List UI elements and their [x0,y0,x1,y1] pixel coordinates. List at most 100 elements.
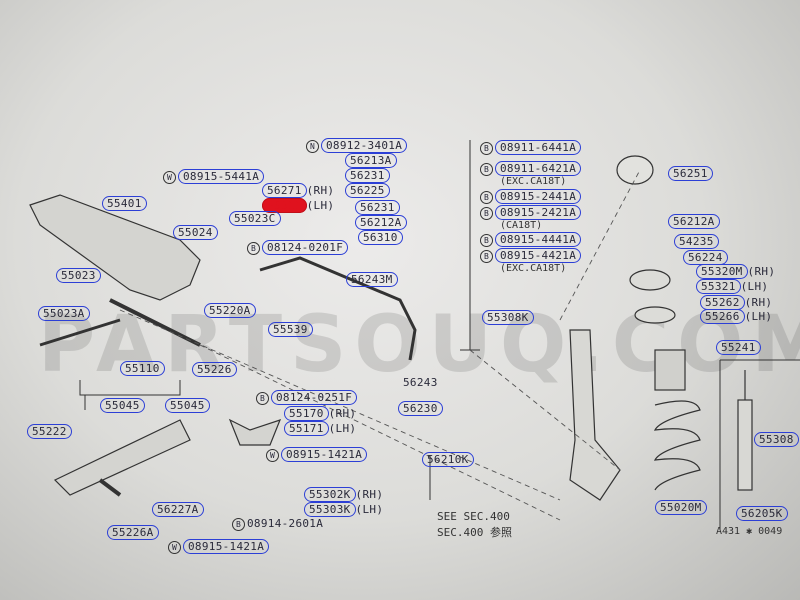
part-56310[interactable]: 56310 [358,230,403,245]
part-56271-row: 56271(RH) [262,183,335,198]
crossmember-shape [29,194,201,301]
part-55020M[interactable]: 55020M [655,500,707,515]
part-55222[interactable]: 55222 [27,424,72,439]
part-56231-a[interactable]: 56231 [345,168,390,183]
part-56230-bottom[interactable]: 56230 [398,401,443,416]
rod-shape [39,318,121,347]
stabilizer-bar-shape [259,256,417,361]
part-55302K-row: 55302K(RH) [304,487,383,502]
part-55023A[interactable]: 55023A [38,306,90,321]
lower-arm-shape [53,419,191,496]
part-56243M[interactable]: 56243M [346,272,398,287]
part-56224[interactable]: 56224 [683,250,728,265]
lh-note: (LH) [355,503,384,516]
rh-note: (RH) [328,407,357,420]
part-55262-row: 55262(RH) [700,295,773,310]
part-08915-1421A-mid[interactable]: 08915-1421A [281,447,368,462]
part-55302K[interactable]: 55302K [304,487,356,502]
part-56243-bottom[interactable]: 56243 [403,376,438,389]
part-55170-row: 55170(RH) [284,406,357,421]
part-55266[interactable]: 55266 [700,309,745,324]
section-reference-note: SEC.400 参照 [437,526,512,539]
circle-n-marker: N [306,139,319,153]
part-56251[interactable]: 56251 [668,166,713,181]
part-08911-6421A[interactable]: 08911-6421A [495,161,582,176]
part-56225[interactable]: 56225 [345,183,390,198]
part-55241[interactable]: 55241 [716,340,761,355]
part-56212A[interactable]: 56212A [355,215,407,230]
circle-b-marker: B [480,249,493,263]
part-56213A[interactable]: 56213A [345,153,397,168]
part-54235[interactable]: 54235 [674,234,719,249]
rh-note: (RH) [744,296,773,309]
part-08914-2601A[interactable]: 08914-2601A [247,517,324,530]
part-08915-2421A[interactable]: 08915-2421A [495,205,582,220]
part-55024[interactable]: 55024 [173,225,218,240]
part-08915-4421A[interactable]: 08915-4421A [495,248,582,263]
part-55303K-row: 55303K(LH) [304,502,384,517]
part-55170[interactable]: 55170 [284,406,329,421]
circle-b-marker: B [480,141,493,155]
part-08915-1421A-bottom[interactable]: 08915-1421A [183,539,270,554]
part-08915-5441A[interactable]: 08915-5441A [178,169,265,184]
part-55308K[interactable]: 55308K [482,310,534,325]
part-56210K[interactable]: 56210K [422,452,474,467]
lh-note: (LH) [306,199,335,212]
part-08124-0201F[interactable]: 08124-0201F [262,240,349,255]
lower-seat-shape [634,306,676,324]
part-56311-highlighted[interactable]: 56311 [262,198,307,213]
part-55308[interactable]: 55308 [754,432,799,447]
part-55321[interactable]: 55321 [696,279,741,294]
strut-mount-shape [616,155,654,185]
part-55226[interactable]: 55226 [192,362,237,377]
part-55262[interactable]: 55262 [700,295,745,310]
part-55045-right[interactable]: 55045 [165,398,210,413]
part-08915-4441A[interactable]: 08915-4441A [495,232,582,247]
part-55320M-row: 55320M(RH) [696,264,776,279]
part-55220A[interactable]: 55220A [204,303,256,318]
part-55045-left[interactable]: 55045 [100,398,145,413]
rh-note: (RH) [747,265,776,278]
figure-code: A431 ✱ 0049 [716,526,783,537]
lh-note: (LH) [740,280,769,293]
part-55303K[interactable]: 55303K [304,502,356,517]
part-55401[interactable]: 55401 [102,196,147,211]
part-55171-row: 55171(LH) [284,421,357,436]
rh-note: (RH) [306,184,335,197]
part-56227A[interactable]: 56227A [152,502,204,517]
part-55023[interactable]: 55023 [56,268,101,283]
part-55320M[interactable]: 55320M [696,264,748,279]
circle-b-marker: B [247,241,260,255]
part-55023C[interactable]: 55023C [229,211,281,226]
circle-b-marker: B [480,190,493,204]
part-08911-6441A[interactable]: 08911-6441A [495,140,582,155]
part-08915-2441A[interactable]: 08915-2441A [495,189,582,204]
circle-w-marker: W [168,540,181,554]
circle-b-marker: B [480,206,493,220]
exc-ca18t-note-2: (EXC.CA18T) [500,263,567,274]
lh-note: (LH) [328,422,357,435]
part-55266-row: 55266(LH) [700,309,772,324]
exc-ca18t-note-1: (EXC.CA18T) [500,176,567,187]
circle-b-marker: B [480,233,493,247]
part-56271[interactable]: 56271 [262,183,307,198]
part-56231-b[interactable]: 56231 [355,200,400,215]
part-55539[interactable]: 55539 [268,322,313,337]
part-55171[interactable]: 55171 [284,421,329,436]
part-08124-0251F[interactable]: 08124-0251F [271,390,358,405]
part-08912-3401A[interactable]: 08912-3401A [321,138,408,153]
part-56205K[interactable]: 56205K [736,506,788,521]
part-55226A[interactable]: 55226A [107,525,159,540]
part-55110[interactable]: 55110 [120,361,165,376]
part-56212A-right[interactable]: 56212A [668,214,720,229]
